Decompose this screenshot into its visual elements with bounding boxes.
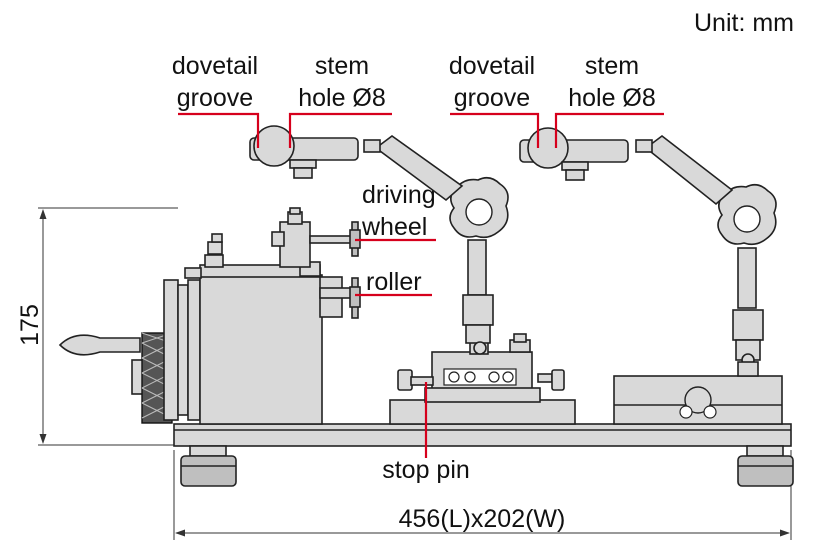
- base-plate: [173, 423, 792, 447]
- driving-wheel-assembly: [271, 207, 361, 268]
- roller-label: roller: [366, 268, 422, 296]
- roller: [319, 277, 361, 319]
- driving-wheel-label-b: wheel: [361, 213, 427, 241]
- leader-stem-2: [554, 112, 664, 148]
- right-indicator-stand: [519, 127, 777, 377]
- main-housing: [184, 233, 343, 425]
- pulley-stack: [163, 279, 201, 421]
- unit-label: Unit: mm: [694, 9, 794, 37]
- dovetail-groove-label-2a: dovetail: [449, 52, 535, 80]
- stem-hole-label-2b: hole Ø8: [568, 84, 656, 112]
- dovetail-groove-label-2b: groove: [454, 84, 530, 112]
- stem-hole-label-2a: stem: [585, 52, 639, 80]
- leader-dovetail-2: [450, 112, 540, 148]
- right-block: [613, 375, 783, 425]
- dovetail-groove-label-1b: groove: [177, 84, 253, 112]
- leader-lines: [178, 112, 664, 458]
- stop-pin-label: stop pin: [382, 456, 470, 484]
- left-indicator-stand: [249, 125, 509, 355]
- crank-handle: [58, 334, 147, 395]
- height-dimension: [38, 207, 178, 446]
- height-dimension-label: 175: [16, 304, 44, 346]
- leader-stem-1: [288, 112, 392, 148]
- stem-hole-label-1a: stem: [315, 52, 369, 80]
- leader-dovetail-1: [178, 112, 260, 148]
- dovetail-groove-label-1a: dovetail: [172, 52, 258, 80]
- left-foot: [180, 445, 237, 487]
- footprint-dimension-label: 456(L)x202(W): [399, 505, 566, 533]
- right-foot: [737, 445, 794, 487]
- driving-wheel-label-a: driving: [362, 181, 436, 209]
- stem-hole-label-1b: hole Ø8: [298, 84, 386, 112]
